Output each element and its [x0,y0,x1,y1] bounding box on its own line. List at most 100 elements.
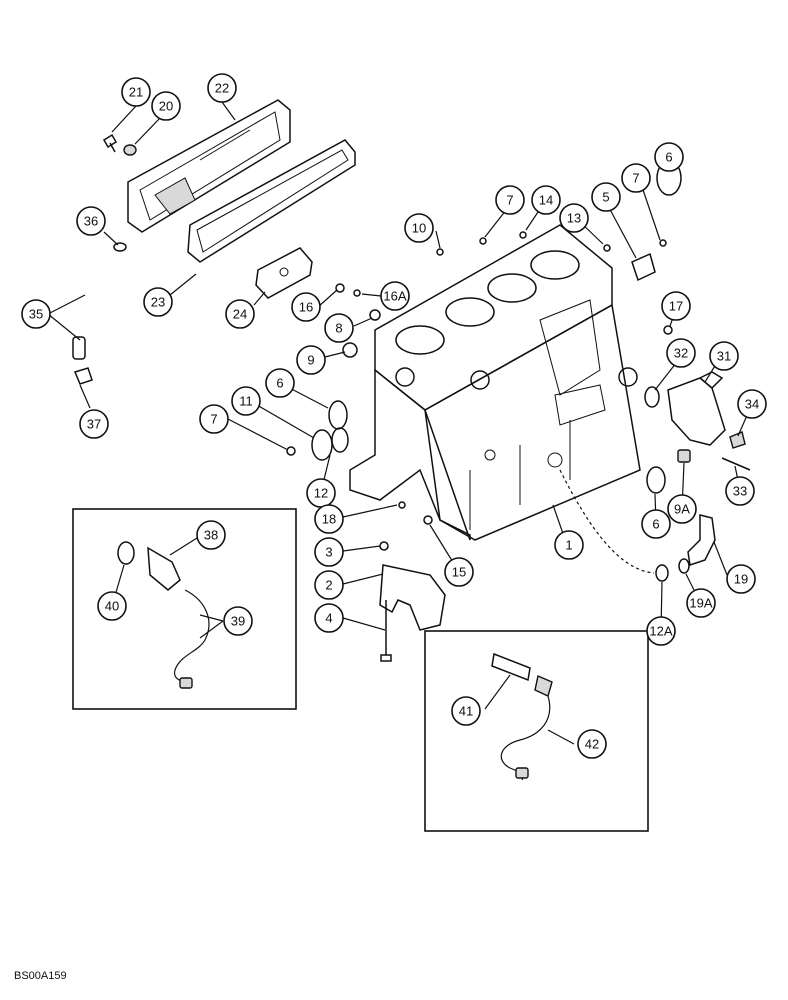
thermostat-housing-part [644,371,726,446]
callout-4: 4 [314,603,344,633]
svg-text:33: 33 [733,484,747,499]
callout-34: 34 [737,389,767,419]
svg-text:11: 11 [239,394,253,409]
callout-9A: 9A [667,494,697,524]
callout-16: 16 [291,292,321,322]
svg-text:14: 14 [539,193,553,208]
bolt-part [721,431,751,471]
svg-text:39: 39 [231,614,245,629]
svg-text:5: 5 [602,190,609,205]
svg-text:13: 13 [567,211,581,226]
callout-19A: 19A [686,588,716,618]
callout-11: 11 [231,386,261,416]
svg-text:7: 7 [632,171,639,186]
callout-22: 22 [207,73,237,103]
svg-text:15: 15 [452,565,466,580]
svg-text:12A: 12A [649,624,672,639]
svg-text:12: 12 [314,486,328,501]
svg-text:37: 37 [87,417,101,432]
callout-37: 37 [79,409,109,439]
svg-text:19A: 19A [689,596,712,611]
svg-text:9: 9 [307,353,314,368]
cover-part [311,427,349,461]
svg-text:35: 35 [29,307,43,322]
svg-text:20: 20 [159,99,173,114]
svg-text:22: 22 [215,81,229,96]
svg-text:31: 31 [717,349,731,364]
callout-14: 14 [531,185,561,215]
callout-7-left: 7 [199,404,229,434]
svg-text:36: 36 [84,214,98,229]
immersion-heater-part [491,652,553,781]
callout-5: 5 [591,182,621,212]
heater-inset-box [72,508,297,710]
callout-19: 19 [726,564,756,594]
svg-text:24: 24 [233,307,247,322]
callout-38: 38 [196,520,226,550]
svg-text:6: 6 [665,150,672,165]
svg-text:16A: 16A [383,289,406,304]
callout-42: 42 [577,729,607,759]
callout-36: 36 [76,206,106,236]
callout-40: 40 [97,591,127,621]
callout-3: 3 [314,537,344,567]
screw-part [102,133,118,153]
svg-text:4: 4 [325,611,332,626]
callout-33: 33 [725,476,755,506]
svg-text:7: 7 [506,193,513,208]
svg-text:41: 41 [459,704,473,719]
callout-20: 20 [151,91,181,121]
engine-block-part [349,224,641,541]
grommet-part [123,144,137,156]
bearing-cap-part [379,564,446,662]
callout-1: 1 [554,530,584,560]
callout-18: 18 [314,504,344,534]
svg-text:17: 17 [669,299,683,314]
svg-text:21: 21 [129,85,143,100]
svg-text:6: 6 [652,517,659,532]
callout-9: 9 [296,345,326,375]
svg-text:23: 23 [151,295,165,310]
callout-23: 23 [143,287,173,317]
callout-7-right: 7 [621,163,651,193]
svg-text:1: 1 [565,538,572,553]
elbow-tube-part [559,469,716,582]
svg-text:34: 34 [745,397,759,412]
callout-39: 39 [223,606,253,636]
svg-text:8: 8 [335,321,342,336]
heater-inset-box-2 [424,630,649,832]
breather-tube-part [69,242,127,360]
callout-7-top: 7 [495,185,525,215]
callout-8: 8 [324,313,354,343]
svg-text:40: 40 [105,599,119,614]
figure-code: BS00A159 [14,970,67,982]
gasket-part [187,139,356,263]
svg-text:19: 19 [734,572,748,587]
callout-6-top: 6 [654,142,684,172]
callout-24: 24 [225,299,255,329]
callout-6-right: 6 [641,509,671,539]
block-heater-part [117,541,210,689]
callout-32: 32 [666,338,696,368]
valve-cover-part [127,99,291,233]
callout-15: 15 [444,557,474,587]
bushing-part [631,252,656,282]
callout-6-left: 6 [265,368,295,398]
leader-lines [47,101,753,745]
svg-text:10: 10 [412,221,426,236]
svg-text:18: 18 [322,512,336,527]
svg-text:42: 42 [585,737,599,752]
callout-41: 41 [451,696,481,726]
callout-2: 2 [314,570,344,600]
callout-13: 13 [559,203,589,233]
svg-text:3: 3 [325,545,332,560]
plug-part [286,231,673,551]
fitting-part [677,449,691,463]
callout-35: 35 [21,299,51,329]
svg-text:2: 2 [325,578,332,593]
svg-text:7: 7 [210,412,217,427]
callout-21: 21 [121,77,151,107]
callout-17: 17 [661,291,691,321]
callout-12: 12 [306,478,336,508]
